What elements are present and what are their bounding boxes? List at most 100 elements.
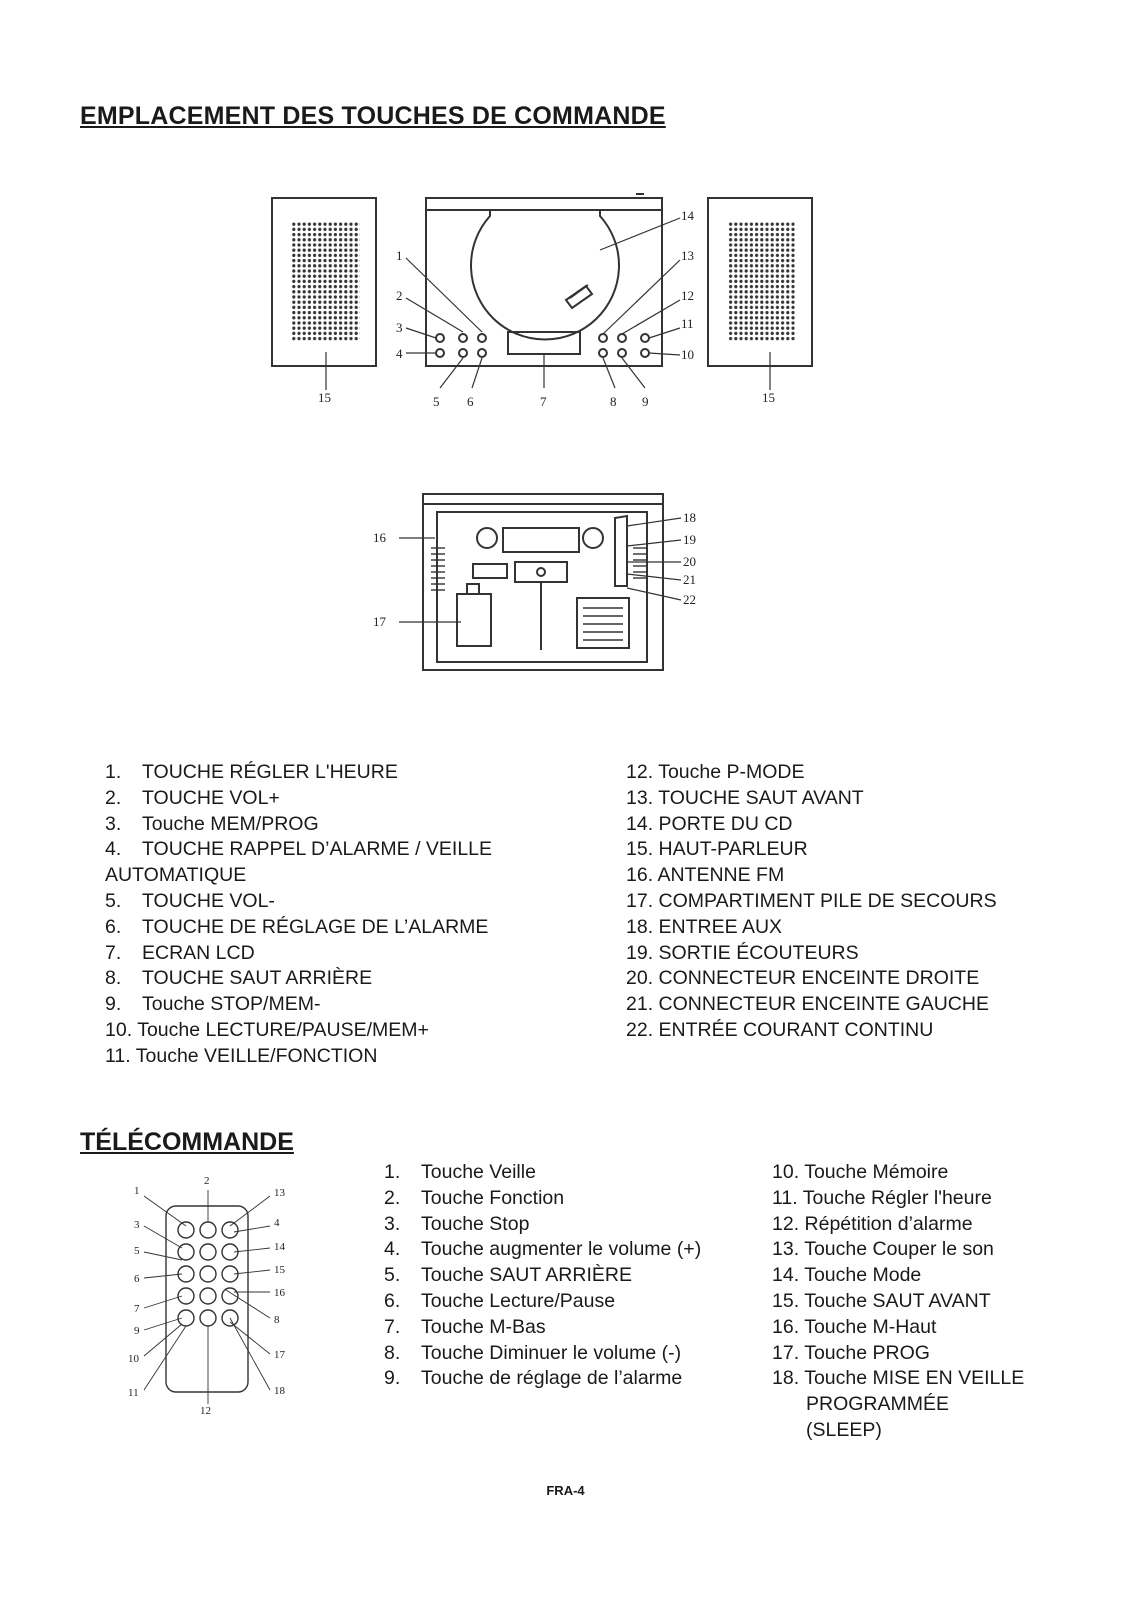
callout-18: 18 <box>683 510 696 525</box>
list-item: 13. Touche Couper le son <box>772 1238 994 1261</box>
list-item: 13. TOUCHE SAUT AVANT <box>626 786 864 809</box>
callout-3: 3 <box>396 320 403 335</box>
list-item: 10. Touche LECTURE/PAUSE/MEM+ <box>105 1018 429 1041</box>
callout-2: 2 <box>396 288 403 303</box>
list-item: 4.TOUCHE RAPPEL D’ALARME / VEILLE <box>105 838 493 861</box>
remote-callout-14: 14 <box>274 1241 286 1253</box>
list-item: 17. COMPARTIMENT PILE DE SECOURS <box>626 889 997 912</box>
callout-7: 7 <box>540 394 547 409</box>
callout-5: 5 <box>433 394 440 409</box>
remote-callout-18: 18 <box>274 1385 286 1397</box>
remote-control-diagram: 1 2 13 3 4 5 14 6 15 16 7 8 9 10 17 11 1… <box>128 1175 286 1417</box>
remote-callout-5: 5 <box>134 1245 140 1257</box>
list-item: 8.TOUCHE SAUT ARRIÈRE <box>105 967 373 990</box>
list-item: 6.TOUCHE DE RÉGLAGE DE L’ALARME <box>105 915 489 938</box>
list-item: 15. Touche SAUT AVANT <box>772 1289 991 1312</box>
list-item: 18. Touche MISE EN VEILLE <box>772 1367 1025 1390</box>
list-item: 18. ENTREE AUX <box>626 915 783 938</box>
remote-callout-17: 17 <box>274 1349 286 1361</box>
callout-15-right: 15 <box>762 390 775 405</box>
list-item: 4.Touche augmenter le volume (+) <box>384 1238 702 1261</box>
list-item: 5.TOUCHE VOL- <box>105 889 275 912</box>
cd-door <box>470 210 620 341</box>
callout-17: 17 <box>373 614 387 629</box>
list-item-continuation: PROGRAMMÉE <box>806 1393 950 1416</box>
list-item: 19. SORTIE ÉCOUTEURS <box>626 941 859 964</box>
left-speaker <box>271 197 377 367</box>
remote-callout-11: 11 <box>128 1387 139 1399</box>
callout-16: 16 <box>373 530 387 545</box>
list-item: 1.Touche Veille <box>384 1161 536 1183</box>
list-item: 15. HAUT-PARLEUR <box>626 838 808 861</box>
list-item: 3.Touche Stop <box>384 1212 530 1235</box>
remote-callout-6: 6 <box>134 1273 140 1285</box>
list-item: 6.Touche Lecture/Pause <box>384 1289 616 1312</box>
controls-list-left: 1.TOUCHE RÉGLER L'HEURE 2.TOUCHE VOL+ 3.… <box>105 760 492 1070</box>
list-item: 17. Touche PROG <box>772 1341 930 1364</box>
section-title-remote: TÉLÉCOMMANDE <box>80 1128 294 1156</box>
callout-11: 11 <box>681 316 694 331</box>
list-item: 9.Touche STOP/MEM- <box>105 993 321 1016</box>
callout-22: 22 <box>683 592 696 607</box>
remote-callout-13: 13 <box>274 1187 286 1199</box>
battery-compartment <box>456 593 492 647</box>
remote-callout-9: 9 <box>134 1325 140 1337</box>
callout-12: 12 <box>681 288 694 303</box>
callout-20: 20 <box>683 554 696 569</box>
callout-4: 4 <box>396 346 403 361</box>
list-item: 7.Touche M-Bas <box>384 1315 546 1338</box>
callout-9: 9 <box>642 394 649 409</box>
list-item: 5.Touche SAUT ARRIÈRE <box>384 1264 632 1287</box>
section-title-controls: EMPLACEMENT DES TOUCHES DE COMMANDE <box>80 102 666 130</box>
list-item: 7.ECRAN LCD <box>105 941 255 964</box>
list-item-continuation: AUTOMATIQUE <box>105 864 247 887</box>
remote-callout-2: 2 <box>204 1175 210 1187</box>
list-item: 14. PORTE DU CD <box>626 812 793 835</box>
list-item: 9.Touche de réglage de l’alarme <box>384 1367 683 1390</box>
list-item: 2.TOUCHE VOL+ <box>105 786 280 809</box>
remote-callout-10: 10 <box>128 1353 140 1365</box>
list-item: 11. Touche Régler l'heure <box>772 1186 992 1209</box>
remote-callout-15: 15 <box>274 1264 286 1276</box>
back-panel <box>422 493 664 671</box>
callout-14: 14 <box>681 208 695 223</box>
callout-19: 19 <box>683 532 696 547</box>
remote-callout-16: 16 <box>274 1287 286 1299</box>
right-speaker <box>707 197 813 367</box>
callout-15-left: 15 <box>318 390 331 405</box>
remote-list-left: 1.Touche Veille 2.Touche Fonction 3.Touc… <box>384 1160 701 1392</box>
callout-10: 10 <box>681 347 694 362</box>
list-item: 12. Touche P-MODE <box>626 761 805 783</box>
remote-body <box>165 1205 249 1393</box>
list-item: 8.Touche Diminuer le volume (-) <box>384 1341 682 1364</box>
remote-callout-1: 1 <box>134 1185 140 1197</box>
remote-list-right: 10. Touche Mémoire 11. Touche Régler l'h… <box>772 1160 1024 1444</box>
list-item: 2.Touche Fonction <box>384 1186 565 1209</box>
remote-callout-8: 8 <box>274 1314 280 1326</box>
list-item: 12. Répétition d’alarme <box>772 1212 973 1235</box>
remote-callout-3: 3 <box>134 1219 140 1231</box>
callout-8: 8 <box>610 394 617 409</box>
front-view-diagram: 1 2 3 4 5 6 7 8 9 10 11 12 13 14 15 15 <box>271 193 813 409</box>
callout-6: 6 <box>467 394 474 409</box>
callout-13: 13 <box>681 248 694 263</box>
list-item: 22. ENTRÉE COURANT CONTINU <box>626 1018 934 1041</box>
remote-callout-7: 7 <box>134 1303 140 1315</box>
controls-list-right: 12. Touche P-MODE 13. TOUCHE SAUT AVANT … <box>626 760 997 1044</box>
remote-callout-4: 4 <box>274 1217 280 1229</box>
list-item: 20. CONNECTEUR ENCEINTE DROITE <box>626 967 980 990</box>
remote-callout-12: 12 <box>200 1405 211 1417</box>
page-number: FRA-4 <box>546 1483 585 1498</box>
list-item: 21. CONNECTEUR ENCEINTE GAUCHE <box>626 993 989 1016</box>
list-item: 1.TOUCHE RÉGLER L'HEURE <box>105 761 398 783</box>
list-item: 14. Touche Mode <box>772 1264 922 1287</box>
list-item: 11. Touche VEILLE/FONCTION <box>105 1044 378 1067</box>
callout-21: 21 <box>683 572 696 587</box>
back-view-diagram: 16 17 18 19 20 21 22 <box>373 493 696 671</box>
list-item: 3.Touche MEM/PROG <box>105 812 319 835</box>
callout-1: 1 <box>396 248 403 263</box>
list-item-continuation: (SLEEP) <box>806 1418 882 1441</box>
list-item: 10. Touche Mémoire <box>772 1161 949 1183</box>
list-item: 16. Touche M-Haut <box>772 1315 937 1338</box>
list-item: 16. ANTENNE FM <box>626 864 785 887</box>
